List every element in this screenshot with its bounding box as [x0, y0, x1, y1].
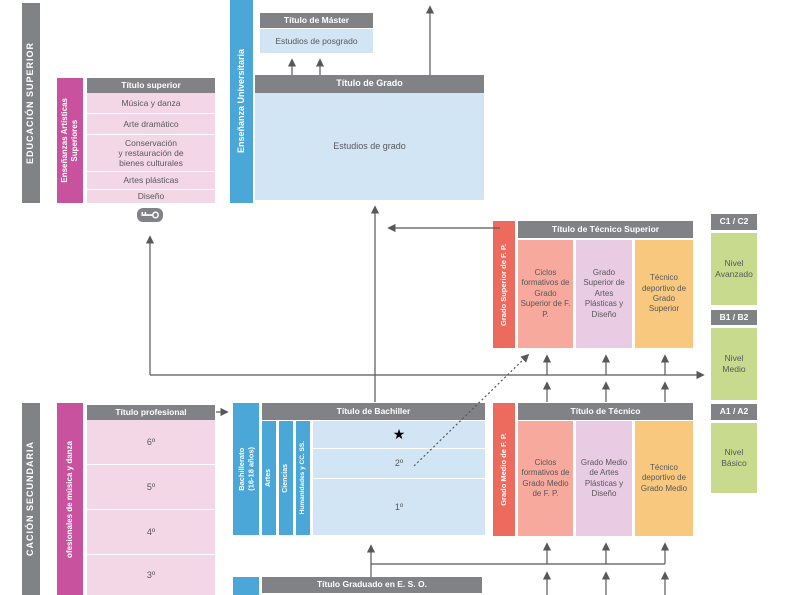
estudios-grado-box: Estudios de grado — [255, 93, 484, 200]
track-ciencias: Ciencias — [279, 421, 293, 535]
year-row: 1º — [313, 479, 485, 535]
nivel-avanzado-box: Nivel Avanzado — [711, 233, 757, 305]
bachiller-years: ★ 2º 1º — [313, 421, 485, 535]
nivel-basico-box: Nivel Básico — [711, 423, 757, 493]
key-icon — [137, 208, 163, 222]
level-b1-b2-header: B1 / B2 — [711, 310, 757, 325]
nivel-medio-box: Nivel Medio — [711, 328, 757, 400]
estudios-posgrado-box: Estudios de posgrado — [260, 29, 373, 53]
year-row: 2º — [313, 449, 485, 479]
track-ciencias-label: Ciencias — [281, 463, 289, 493]
bar-ensenanza-universitaria: Enseñanza Universitaria — [230, 0, 253, 203]
table-row: Artes plásticas — [87, 172, 215, 190]
artisticas-table: Música y danza Arte dramático Conservaci… — [87, 93, 215, 203]
bar-bachillerato: Bachillerato (16-18 años) — [233, 403, 259, 535]
table-row: Arte dramático — [87, 114, 215, 135]
table-row: Conservación y restauración de bienes cu… — [87, 135, 215, 172]
titulo-grado-header: Título de Grado — [255, 75, 484, 93]
bar-ensenanzas-artisticas: Enseñanzas Artísticas Superiores — [57, 78, 83, 203]
band-educacion-secundaria: CACIÓN SECUNDARIA — [22, 403, 40, 595]
table-row: 3º — [87, 555, 215, 595]
track-humanidades-label: Humanidades y CC. SS. — [298, 441, 306, 515]
col-artes-grado-superior: Grado Superior de Artes Plásticas y Dise… — [576, 240, 632, 348]
bar-grado-superior-fp: Grado Superior de F. P. — [493, 221, 515, 348]
bar-ensenanzas-artisticas-label: Enseñanzas Artísticas Superiores — [60, 98, 79, 183]
col-ciclos-grado-medio: Ciclos formativos de Grado Medio de F. P… — [518, 421, 573, 536]
col-artes-grado-medio: Grado Medio de Artes Plásticas y Diseño — [576, 421, 632, 536]
level-c1-c2-header: C1 / C2 — [711, 214, 757, 230]
table-row: Música y danza — [87, 93, 215, 114]
table-row: 6º — [87, 420, 215, 465]
band-educacion-superior: EDUCACIÓN SUPERIOR — [22, 3, 40, 203]
band-educacion-superior-label: EDUCACIÓN SUPERIOR — [25, 41, 36, 164]
table-row: Diseño — [87, 190, 215, 203]
bar-grado-superior-fp-label: Grado Superior de F. P. — [499, 243, 509, 326]
titulo-bachiller-header: Título de Bachiller — [262, 403, 485, 420]
col-deportivo-grado-superior: Técnico deportivo de Grado Superior — [635, 240, 693, 348]
bar-bachillerato-label: Bachillerato (16-18 años) — [236, 447, 255, 491]
musica-table: 6º 5º 4º 3º — [87, 420, 215, 595]
bar-eso — [233, 577, 259, 595]
band-educacion-secundaria-label: CACIÓN SECUNDARIA — [25, 441, 36, 557]
titulo-profesional-header: Título profesional — [87, 405, 215, 420]
bar-grado-medio-fp-label: Grado Medio de F. P. — [499, 433, 509, 506]
track-artes-label: Artes — [264, 469, 272, 487]
star-icon: ★ — [313, 421, 485, 449]
bar-profesionales-musica-danza-label: ofesionales de música y danza — [65, 440, 74, 558]
col-ciclos-grado-superior: Ciclos formativos de Grado Superior de F… — [518, 240, 573, 348]
bar-ensenanza-universitaria-label: Enseñanza Universitaria — [235, 49, 246, 154]
level-a1-a2-header: A1 / A2 — [711, 404, 757, 420]
titulo-graduado-eso-header: Título Graduado en E. S. O. — [262, 577, 482, 593]
table-row: 4º — [87, 510, 215, 555]
track-humanidades: Humanidades y CC. SS. — [296, 421, 310, 535]
table-row: 5º — [87, 465, 215, 510]
col-deportivo-grado-medio: Técnico deportivo de Grado Medio — [635, 421, 693, 536]
bar-profesionales-musica-danza: ofesionales de música y danza — [57, 403, 83, 595]
titulo-superior-header: Título superior — [87, 78, 215, 93]
titulo-tecnico-header: Título de Técnico — [518, 403, 693, 420]
titulo-tecnico-superior-header: Título de Técnico Superior — [518, 221, 693, 238]
bar-grado-medio-fp: Grado Medio de F. P. — [493, 403, 515, 536]
titulo-master-header: Título de Máster — [260, 13, 373, 28]
track-artes: Artes — [262, 421, 276, 535]
